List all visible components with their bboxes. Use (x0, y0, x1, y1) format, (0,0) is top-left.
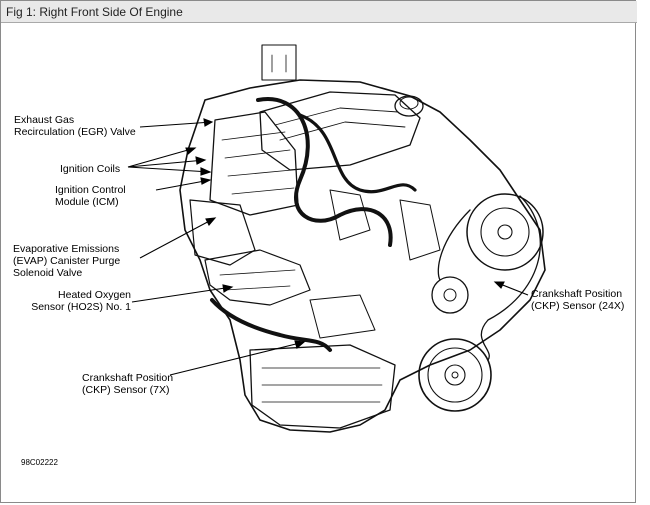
callout-coils-line-1: Ignition Coils (60, 163, 121, 175)
idler-pulley (431, 276, 469, 314)
intake-plenum (259, 91, 421, 171)
oil-filler-cap (394, 95, 424, 117)
callout-evap-line-2: (EVAP) Canister Purge (13, 255, 121, 267)
callout-ckp-7x: Crankshaft Position (CKP) Sensor (7X) (82, 372, 173, 396)
callout-ho2s-line-1: Heated Oxygen (58, 289, 131, 301)
callout-ho2s: Heated Oxygen Sensor (HO2S) No. 1 (21, 289, 131, 313)
figure-title: Fig 1: Right Front Side Of Engine (6, 5, 183, 19)
callout-ho2s-line-2: Sensor (HO2S) No. 1 (31, 301, 131, 313)
callout-egr-valve: Exhaust Gas Recirculation (EGR) Valve (14, 114, 136, 138)
callout-icm: Ignition Control Module (ICM) (55, 184, 126, 208)
side-cover (189, 199, 256, 266)
callout-ckp24-line-2: (CKP) Sensor (24X) (531, 300, 625, 312)
exhaust-manifold (204, 249, 311, 306)
leader-coils-3 (127, 166, 211, 173)
leader-coils-2 (127, 159, 206, 168)
leader-ckp7 (169, 341, 305, 376)
figure-code: 98C02222 (21, 458, 58, 467)
callout-ckp24-line-1: Crankshaft Position (531, 288, 623, 300)
oil-pan (249, 344, 396, 429)
leader-egr (139, 121, 213, 128)
callout-ckp7-line-1: Crankshaft Position (82, 372, 174, 384)
callout-icm-line-1: Ignition Control (55, 184, 126, 196)
leader-coils-1 (127, 147, 196, 168)
callout-egr-line-2: Recirculation (EGR) Valve (14, 126, 136, 138)
callout-icm-line-2: Module (ICM) (55, 196, 119, 208)
callout-evap-valve: Evaporative Emissions (EVAP) Canister Pu… (13, 243, 120, 279)
callout-egr-line-1: Exhaust Gas (14, 114, 75, 126)
figure-frame: Fig 1: Right Front Side Of Engine (0, 0, 637, 503)
engine-block-outline (179, 79, 546, 433)
callout-evap-line-1: Evaporative Emissions (13, 243, 120, 255)
callout-evap-line-3: Solenoid Valve (13, 267, 83, 279)
wiring-harness (256, 97, 393, 247)
coil-pack (209, 111, 299, 216)
alternator-pulley (466, 193, 544, 271)
top-bracket (261, 44, 297, 81)
crankshaft-balancer (418, 338, 492, 412)
callout-ignition-coils: Ignition Coils (60, 163, 120, 175)
figure-title-bar: Fig 1: Right Front Side Of Engine (1, 1, 637, 23)
leader-evap (139, 217, 216, 259)
drive-belt (480, 195, 541, 361)
leader-icm (155, 179, 211, 191)
callout-ckp7-line-2: (CKP) Sensor (7X) (82, 384, 170, 396)
callout-ckp-24x: Crankshaft Position (CKP) Sensor (24X) (531, 288, 624, 312)
leader-ho2s (131, 286, 233, 303)
